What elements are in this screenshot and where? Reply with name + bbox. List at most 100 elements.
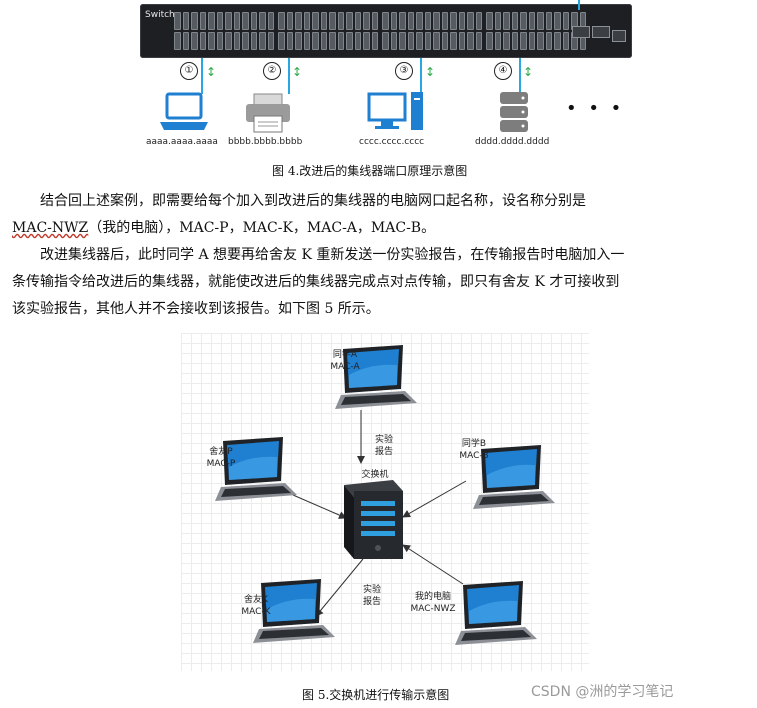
link-nwz-to-switch [403, 545, 463, 584]
paragraph-2-line-1: 改进集线器后，此时同学 A 想要再给舍友 K 重新发送一份实验报告，在传输报告时… [12, 242, 742, 269]
ethernet-port [174, 32, 181, 50]
figure-4-caption: 图 4.改进后的集线器端口原理示意图 [272, 162, 467, 179]
ethernet-port [442, 32, 449, 50]
switch-label: Switch [145, 10, 175, 20]
console-port [612, 30, 626, 42]
device-label-1: aaaa.aaaa.aaaa [146, 137, 218, 147]
port-block-2 [278, 12, 378, 50]
port-block-1 [174, 12, 274, 50]
node-nwz-name: 我的电脑 [405, 591, 461, 603]
ethernet-port [321, 32, 328, 50]
ethernet-port [234, 32, 241, 50]
paragraph-1-line-1: 结合回上述案例，即需要给每个加入到改进后的集线器的电脑网口起名称，设名称分别是 [12, 188, 742, 215]
network-diagram [181, 333, 589, 671]
ethernet-port [259, 12, 266, 30]
ethernet-port [355, 32, 362, 50]
ethernet-port [242, 12, 249, 30]
ethernet-port [537, 32, 544, 50]
ethernet-port [520, 12, 527, 30]
sfp-port [592, 26, 610, 38]
link-b-to-switch [403, 481, 466, 517]
node-nwz-label: 我的电脑 MAC-NWZ [405, 591, 461, 615]
ethernet-port [382, 12, 389, 30]
uplink-cable [578, 0, 580, 10]
ethernet-port [563, 12, 570, 30]
report-label-bottom-line-2: 报告 [358, 596, 386, 608]
ethernet-port [174, 12, 181, 30]
ethernet-port [442, 12, 449, 30]
report-label-top-line-1: 实验 [370, 434, 398, 446]
ethernet-port [329, 12, 336, 30]
ethernet-port [563, 32, 570, 50]
laptop-icon [158, 92, 210, 134]
ethernet-port [278, 12, 285, 30]
node-nwz-mac: MAC-NWZ [405, 603, 461, 615]
ethernet-port [467, 12, 474, 30]
link-switch-to-k [316, 559, 363, 616]
device-label-3: cccc.cccc.cccc [359, 137, 424, 147]
ethernet-port [537, 12, 544, 30]
ethernet-port [546, 12, 553, 30]
ethernet-port [295, 12, 302, 30]
ethernet-port [476, 32, 483, 50]
report-label-top: 实验 报告 [370, 434, 398, 458]
ethernet-port [208, 32, 215, 50]
ethernet-port [346, 32, 353, 50]
report-label-bottom-line-1: 实验 [358, 584, 386, 596]
ethernet-port [295, 32, 302, 50]
desktop-computer-icon [367, 90, 427, 134]
ethernet-port [304, 12, 311, 30]
ethernet-port [372, 32, 379, 50]
ethernet-port [287, 32, 294, 50]
ethernet-port [408, 32, 415, 50]
ethernet-port [363, 32, 370, 50]
ethernet-port [312, 32, 319, 50]
ethernet-port [268, 12, 275, 30]
ethernet-port [208, 12, 215, 30]
ethernet-port [476, 12, 483, 30]
printer-icon [244, 92, 292, 134]
ethernet-port [425, 32, 432, 50]
ethernet-port [450, 12, 457, 30]
report-label-top-line-2: 报告 [370, 446, 398, 458]
ethernet-port [183, 32, 190, 50]
bidirectional-arrow-icon: ↕ [206, 66, 216, 78]
ethernet-port [225, 32, 232, 50]
ethernet-port [225, 12, 232, 30]
cable-1 [201, 58, 203, 94]
ethernet-port [304, 32, 311, 50]
ethernet-port [503, 12, 510, 30]
ethernet-port [372, 12, 379, 30]
server-icon [496, 90, 532, 134]
ethernet-port [554, 12, 561, 30]
ethernet-port [217, 12, 224, 30]
node-a-mac: MAC-A [321, 361, 369, 373]
switch-server-icon [344, 480, 403, 559]
ethernet-port [459, 32, 466, 50]
ethernet-port [287, 12, 294, 30]
ethernet-port [529, 12, 536, 30]
ethernet-port [363, 12, 370, 30]
network-switch-image: Switch [140, 4, 632, 58]
ethernet-port [200, 32, 207, 50]
ethernet-port [467, 32, 474, 50]
node-b-name: 同学B [452, 438, 496, 450]
ethernet-port [450, 32, 457, 50]
ethernet-port [217, 32, 224, 50]
node-a-name: 同学A [321, 349, 369, 361]
node-b-mac: MAC-B [452, 450, 496, 462]
ethernet-port [251, 12, 258, 30]
bidirectional-arrow-icon: ↕ [292, 66, 302, 78]
port-number-4: ④ [494, 62, 512, 80]
ethernet-port [329, 32, 336, 50]
ethernet-port [234, 12, 241, 30]
ethernet-port [200, 12, 207, 30]
ethernet-port [486, 12, 493, 30]
node-p-mac: MAC-P [199, 458, 243, 470]
cable-2 [288, 58, 290, 94]
ethernet-port [338, 32, 345, 50]
ethernet-port [346, 12, 353, 30]
spellcheck-underlined-text: MAC-NWZ [12, 220, 88, 236]
ethernet-port [408, 12, 415, 30]
device-label-2: bbbb.bbbb.bbbb [228, 137, 302, 147]
